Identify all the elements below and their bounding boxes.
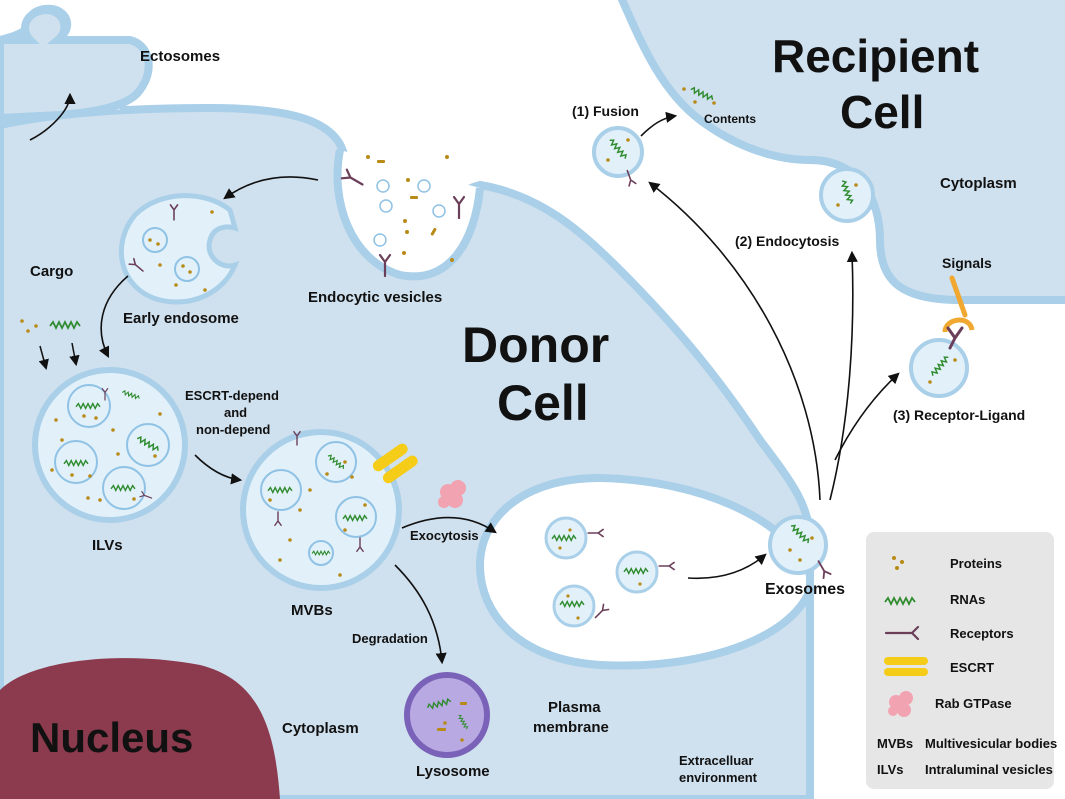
abbr-mvbs: MVBs	[877, 736, 913, 751]
ilvs-label: ILVs	[92, 537, 123, 554]
ectosomes-label: Ectosomes	[140, 48, 220, 65]
legend-escrt: ESCRT	[950, 660, 994, 675]
recipient-title-line2: Cell	[840, 86, 924, 138]
contents-label: Contents	[704, 112, 756, 126]
arrow-to-endocytosis	[829, 250, 858, 501]
escrt-complex	[372, 443, 418, 484]
released-contents	[682, 85, 716, 105]
arrow-to-receptor-ligand	[834, 372, 900, 461]
receptor-ligand-exosome	[909, 275, 975, 398]
endocytic-vesicles-label: Endocytic vesicles	[308, 289, 442, 306]
fusion-exosome	[592, 126, 644, 187]
receptor-ligand-label: (3) Receptor-Ligand	[893, 407, 1025, 423]
donor-title-line2: Cell	[497, 375, 589, 431]
legend: Proteins RNAs Receptors ESCRT Rab GTPase…	[866, 532, 1057, 789]
escrt-label-line1: ESCRT-depend	[185, 388, 279, 403]
plasma-label-line1: Plasma	[548, 699, 601, 716]
extracellular-label-line1: Extracelluar	[679, 753, 753, 768]
endocytosed-exosome	[819, 167, 875, 223]
fusion-label: (1) Fusion	[572, 103, 639, 119]
exosomes-label: Exosomes	[765, 581, 845, 598]
lysosome	[404, 672, 490, 758]
abbr-ilvs-full: Intraluminal vesicles	[925, 762, 1053, 777]
early-endosome-label: Early endosome	[123, 310, 239, 327]
endocytic-pocket	[333, 149, 484, 281]
lysosome-label: Lysosome	[416, 763, 490, 780]
degradation-label: Degradation	[352, 631, 428, 646]
rab-gtpase	[438, 480, 466, 508]
recipient-title-line1: Recipient	[772, 30, 979, 82]
endocytosis-label: (2) Endocytosis	[735, 233, 839, 249]
released-exosome	[768, 515, 832, 580]
receptor-icon	[884, 625, 920, 641]
mvbs-label: MVBs	[291, 602, 333, 619]
ectosome-region	[0, 5, 153, 123]
rab-gtpase-icon	[888, 691, 913, 717]
arrow-ilvs-to-mvbs	[194, 454, 243, 485]
plasma-label-line2: membrane	[533, 719, 609, 736]
extracellular-label-line2: environment	[679, 770, 758, 785]
cargo-items	[20, 319, 81, 371]
cargo-label: Cargo	[30, 263, 73, 280]
arrow-release	[687, 553, 767, 580]
exocytosis-label: Exocytosis	[410, 528, 479, 543]
escrt-bars-icon	[884, 657, 928, 676]
legend-rab-gtpase: Rab GTPase	[935, 696, 1012, 711]
exosome-pocket	[544, 516, 675, 628]
arrow-to-early-endosome	[223, 176, 319, 200]
protein-dots-icon	[892, 556, 904, 570]
nucleus	[0, 658, 280, 799]
legend-proteins: Proteins	[950, 556, 1002, 571]
arrow-fusion-contents	[640, 111, 678, 137]
legend-rnas: RNAs	[950, 592, 985, 607]
signals-label: Signals	[942, 255, 992, 271]
legend-receptors: Receptors	[950, 626, 1014, 641]
mvbs-vesicle	[240, 429, 402, 591]
arrow-exocytosis	[401, 516, 497, 534]
abbr-mvbs-full: Multivesicular bodies	[925, 736, 1057, 751]
ectosome-arrow	[29, 92, 76, 141]
escrt-label-line2: and	[224, 405, 247, 420]
recipient-cell	[617, 0, 1065, 304]
arrow-to-fusion	[648, 181, 821, 501]
donor-cytoplasm-label: Cytoplasm	[282, 720, 359, 737]
early-endosome	[118, 193, 240, 305]
nucleus-label: Nucleus	[30, 714, 193, 761]
recipient-cell-body	[617, 0, 1065, 304]
arrow-endosome-to-ilvs	[98, 275, 129, 359]
arrow-degradation	[394, 564, 447, 665]
abbr-ilvs: ILVs	[877, 762, 904, 777]
escrt-label-line3: non-depend	[196, 422, 270, 437]
ilvs-vesicle	[32, 367, 188, 523]
donor-title-line1: Donor	[462, 317, 609, 373]
recipient-cytoplasm-label: Cytoplasm	[940, 175, 1017, 192]
